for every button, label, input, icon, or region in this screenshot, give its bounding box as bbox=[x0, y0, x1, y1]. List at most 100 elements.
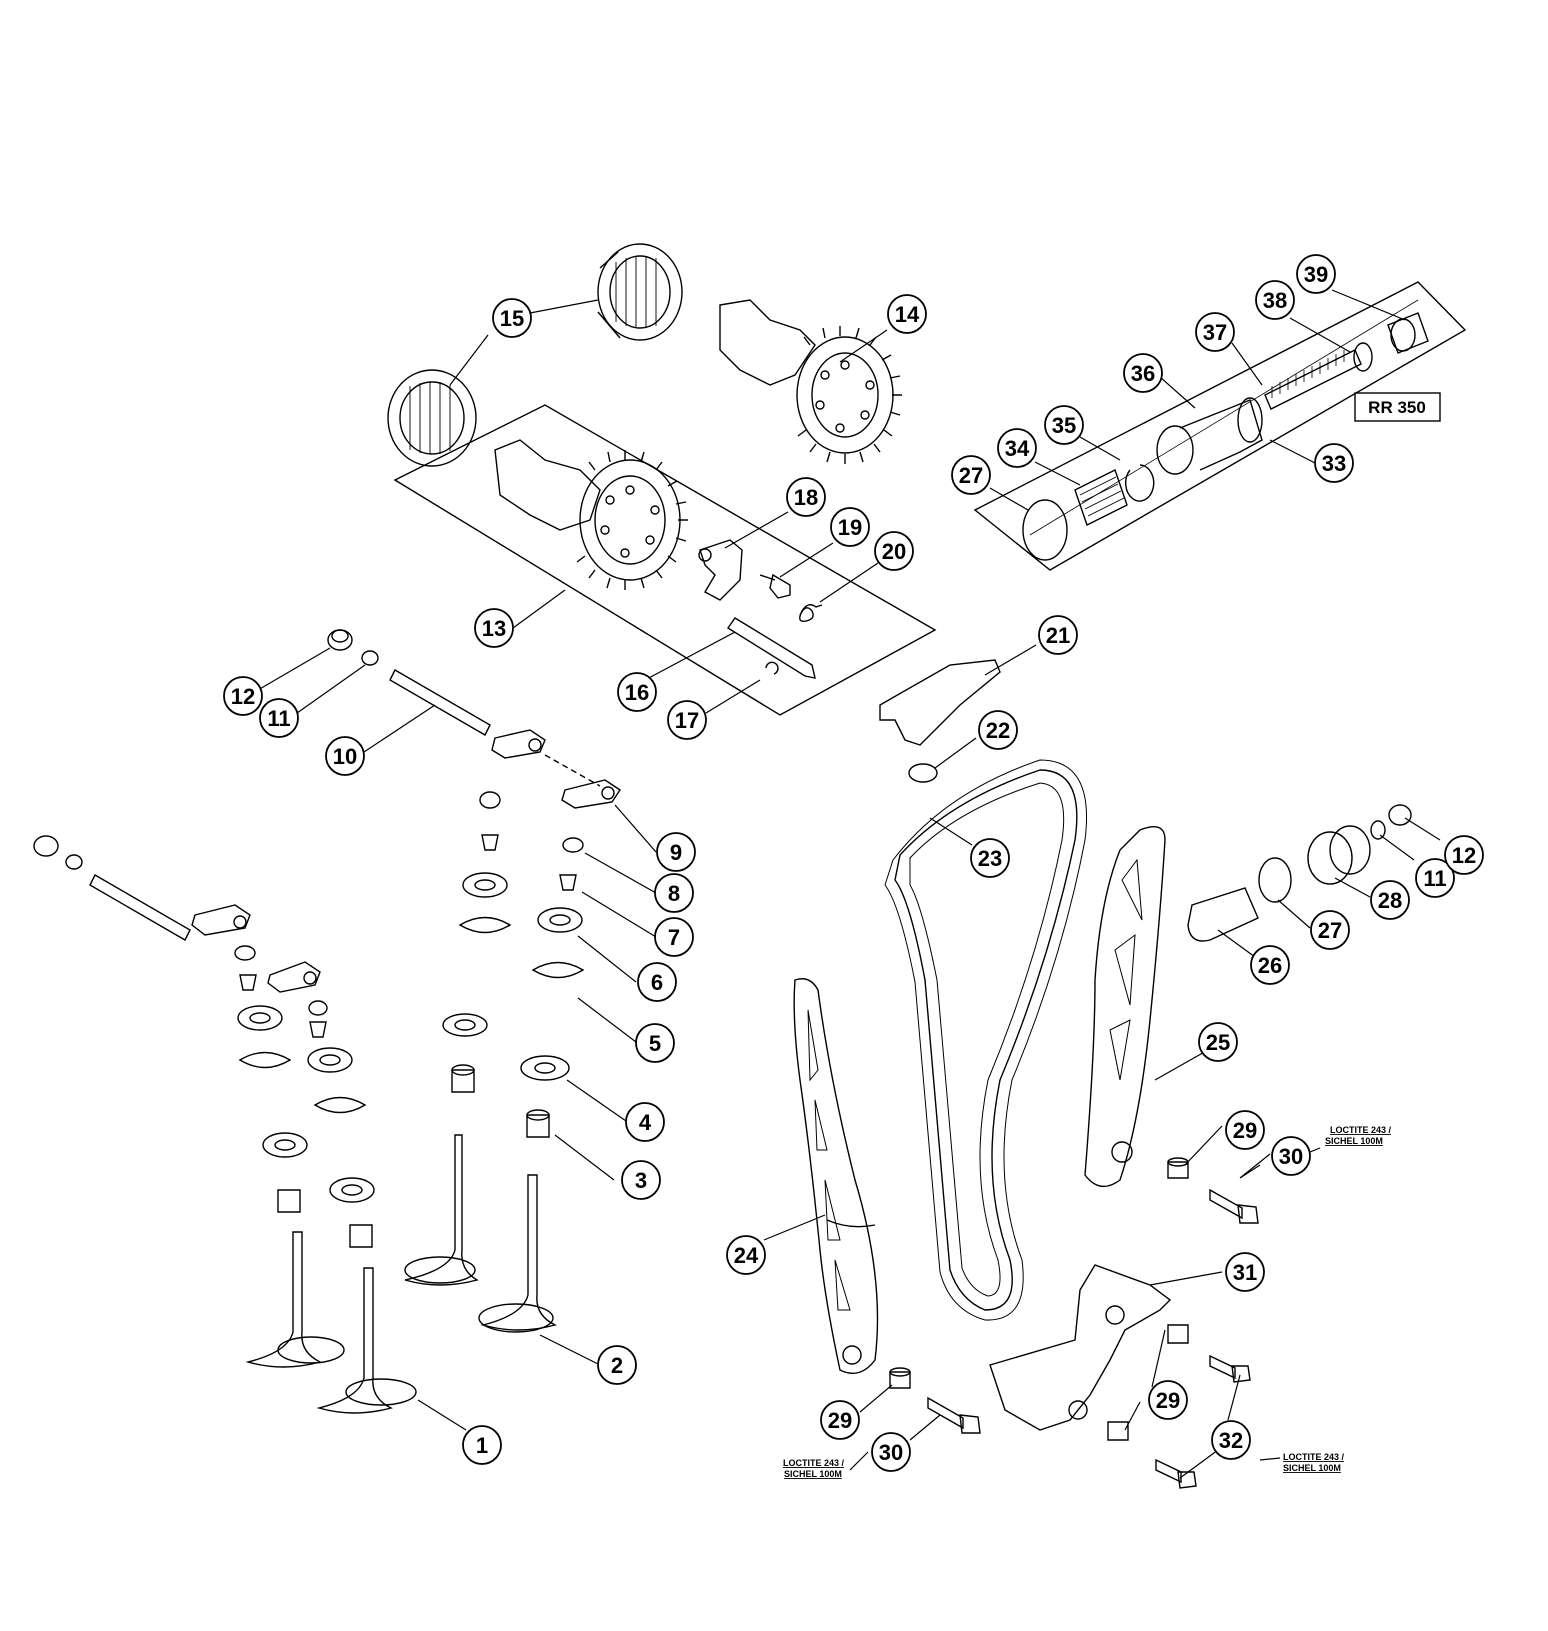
leader-12 bbox=[257, 647, 331, 691]
callout-label: 31 bbox=[1233, 1260, 1257, 1285]
callout-label: 39 bbox=[1304, 262, 1328, 287]
leader-30a bbox=[1239, 1153, 1271, 1179]
leader-31 bbox=[1149, 1271, 1223, 1286]
callout-label: 32 bbox=[1219, 1428, 1243, 1453]
leader-12r bbox=[1404, 817, 1441, 841]
leader-17 bbox=[705, 679, 761, 714]
tensioner-rail bbox=[1084, 826, 1166, 1188]
svg-text:SICHEL 100M: SICHEL 100M bbox=[1283, 1463, 1341, 1473]
callout-30: 30 bbox=[1271, 1136, 1311, 1176]
callout-25: 25 bbox=[1198, 1022, 1238, 1062]
callout-29: 29 bbox=[1225, 1110, 1265, 1150]
leader-30a-note bbox=[1309, 1147, 1321, 1153]
callout-23: 23 bbox=[970, 838, 1010, 878]
leader-36 bbox=[1159, 376, 1196, 409]
callout-30: 30 bbox=[871, 1432, 911, 1472]
callout-label: 8 bbox=[668, 881, 680, 906]
leader-32 bbox=[1179, 1374, 1241, 1479]
callout-label: 3 bbox=[635, 1168, 647, 1193]
decompressor-pin bbox=[759, 573, 791, 599]
callout-label: 35 bbox=[1052, 413, 1076, 438]
callout-29: 29 bbox=[1148, 1380, 1188, 1420]
circlip-35 bbox=[1124, 464, 1155, 502]
leader-11r bbox=[1379, 834, 1415, 861]
callout-label: 19 bbox=[838, 515, 862, 540]
leader-29c bbox=[859, 1384, 893, 1413]
leader-9 bbox=[614, 804, 657, 853]
svg-text:SICHEL 100M: SICHEL 100M bbox=[784, 1469, 842, 1479]
callout-16: 16 bbox=[617, 672, 657, 712]
callout-38: 38 bbox=[1255, 280, 1295, 320]
bearing-lower bbox=[387, 369, 477, 467]
callout-label: 33 bbox=[1322, 451, 1346, 476]
callout-label: 27 bbox=[959, 463, 983, 488]
leader-27r bbox=[1277, 899, 1311, 929]
callout-label: 13 bbox=[482, 616, 506, 641]
loctite-note-upper: LOCTITE 243 / SICHEL 100M bbox=[1325, 1125, 1392, 1146]
decompressor-spring bbox=[799, 604, 823, 622]
callout-label: 16 bbox=[625, 680, 649, 705]
callout-label: 20 bbox=[882, 539, 906, 564]
chain-bridge bbox=[989, 1264, 1172, 1431]
timing-chain bbox=[894, 769, 1078, 1311]
leader-37 bbox=[1231, 342, 1263, 386]
leader-30c bbox=[909, 1414, 941, 1441]
spacer-29-bottom bbox=[1107, 1421, 1129, 1441]
callout-37: 37 bbox=[1195, 312, 1235, 352]
callout-label: 36 bbox=[1131, 361, 1155, 386]
bolt-30-lower bbox=[927, 1396, 981, 1434]
callout-3: 3 bbox=[621, 1160, 661, 1200]
leader-15a bbox=[529, 299, 599, 314]
rocker-assembly-left bbox=[33, 835, 321, 993]
callout-label: 21 bbox=[1046, 623, 1070, 648]
leader-20 bbox=[819, 562, 879, 603]
leader-30c-note bbox=[849, 1451, 869, 1471]
callout-1: 1 bbox=[462, 1425, 502, 1465]
leader-8 bbox=[584, 852, 657, 894]
callout-9: 9 bbox=[656, 832, 696, 872]
leader-39 bbox=[1331, 289, 1406, 321]
callout-label: 17 bbox=[675, 708, 699, 733]
callout-label: 12 bbox=[1452, 843, 1476, 868]
bearing-upper bbox=[597, 243, 683, 341]
leader-27t bbox=[989, 487, 1029, 511]
leader-26 bbox=[1217, 929, 1256, 958]
leader-1 bbox=[417, 1399, 467, 1431]
leader-23 bbox=[929, 817, 973, 846]
circlip-17 bbox=[765, 661, 779, 675]
leader-5 bbox=[577, 997, 637, 1043]
callout-7: 7 bbox=[654, 917, 694, 957]
leader-19 bbox=[779, 542, 834, 578]
callout-12: 12 bbox=[223, 676, 263, 716]
spacer-29-right bbox=[1167, 1324, 1189, 1344]
callout-36: 36 bbox=[1123, 353, 1163, 393]
callout-35: 35 bbox=[1044, 405, 1084, 445]
callout-label: 18 bbox=[794, 485, 818, 510]
leader-32-note bbox=[1259, 1457, 1281, 1461]
o-ring-38 bbox=[1353, 342, 1373, 372]
callout-label: 29 bbox=[1233, 1118, 1257, 1143]
callout-34: 34 bbox=[997, 428, 1037, 468]
callout-17: 17 bbox=[667, 700, 707, 740]
camshaft-upper bbox=[719, 299, 902, 464]
callout-11: 11 bbox=[1415, 858, 1455, 898]
leader-29b bbox=[1124, 1329, 1166, 1431]
leader-25 bbox=[1154, 1049, 1209, 1081]
callout-29: 29 bbox=[820, 1400, 860, 1440]
callout-27: 27 bbox=[951, 455, 991, 495]
o-ring-27-right bbox=[1258, 857, 1292, 903]
callout-27: 27 bbox=[1310, 910, 1350, 950]
svg-text:LOCTITE 243 /: LOCTITE 243 / bbox=[783, 1458, 845, 1468]
callout-32: 32 bbox=[1211, 1420, 1251, 1460]
callout-6: 6 bbox=[637, 962, 677, 1002]
valve-components-right bbox=[478, 837, 585, 1333]
leader-13 bbox=[512, 589, 566, 629]
callout-21: 21 bbox=[1038, 615, 1078, 655]
loctite-note-lower-right: LOCTITE 243 / SICHEL 100M bbox=[1283, 1452, 1345, 1473]
sleeve-39 bbox=[1387, 312, 1429, 354]
tensioner-plunger bbox=[1187, 887, 1259, 942]
callout-15: 15 bbox=[492, 298, 532, 338]
callout-26: 26 bbox=[1250, 945, 1290, 985]
callout-label: 6 bbox=[651, 970, 663, 995]
